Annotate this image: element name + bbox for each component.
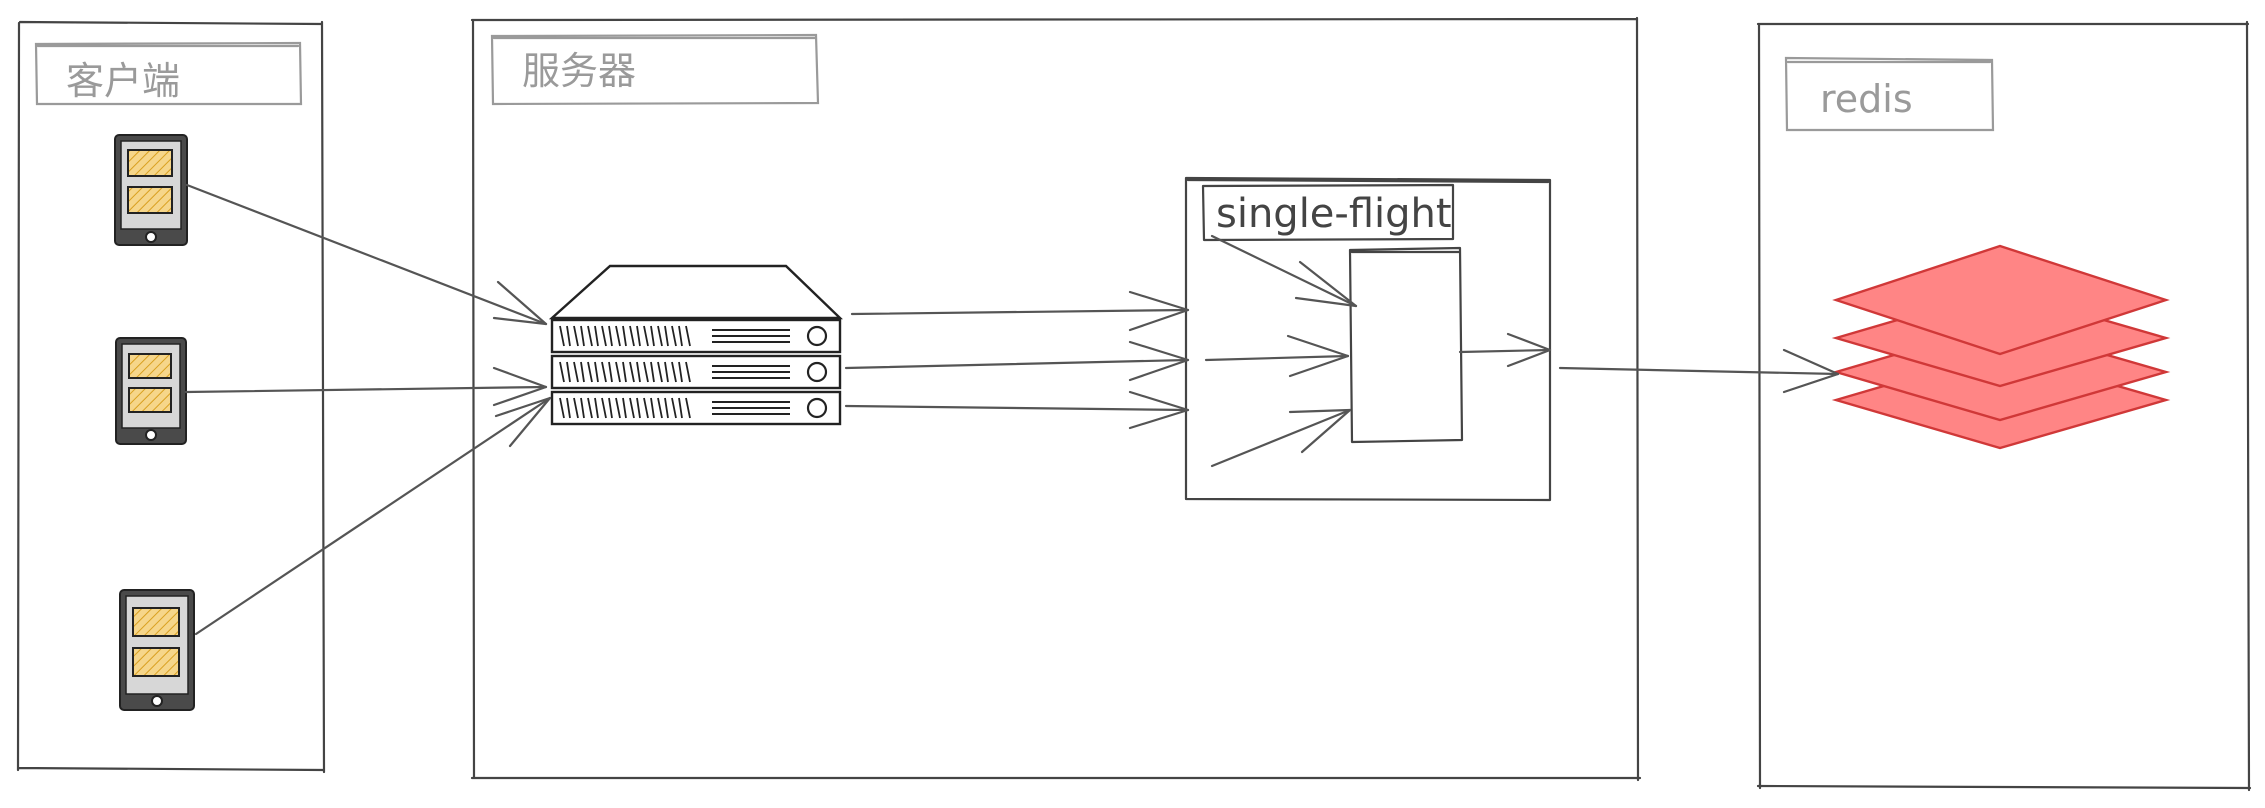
arrow-server-to-singleflight-2 [844, 340, 1190, 382]
singleflight-box: single-flight [1184, 176, 1552, 502]
singleflight-label: single-flight [1216, 191, 1452, 237]
client-panel: 客户端 [16, 20, 326, 774]
redis-label: redis [1820, 77, 1913, 121]
redis-label-box: redis [1784, 56, 1995, 132]
arrow-out-of-block [1458, 332, 1552, 368]
server-panel: 服务器 [470, 16, 1642, 782]
arrow-client3-to-server [194, 396, 552, 636]
arrow-into-block-2 [1204, 334, 1350, 378]
singleflight-label-box: single-flight [1201, 183, 1455, 242]
phone-icon [115, 337, 187, 445]
server-rack-icon [548, 264, 843, 426]
arrow-singleflight-to-redis [1558, 348, 1840, 394]
server-unit [550, 390, 842, 426]
singleflight-inner-block [1348, 246, 1464, 444]
arrow-into-block-1 [1210, 234, 1358, 308]
arrow-client2-to-server [184, 366, 548, 407]
client-label-box: 客户端 [34, 41, 303, 106]
phone-icon [119, 589, 195, 711]
arrow-server-to-singleflight-3 [844, 390, 1190, 430]
arrow-server-to-singleflight-1 [850, 290, 1190, 332]
phone-icon [114, 134, 188, 246]
arrow-client1-to-server [185, 183, 548, 326]
server-unit [550, 318, 842, 354]
server-unit [550, 354, 842, 390]
client-label: 客户端 [66, 59, 180, 103]
stacked-layers-icon [1831, 244, 2171, 450]
arrow-into-block-3 [1210, 408, 1352, 468]
arrows [184, 183, 1840, 636]
server-label-box: 服务器 [490, 33, 820, 106]
server-label: 服务器 [522, 49, 636, 93]
redis-panel: redis [1756, 20, 2252, 792]
